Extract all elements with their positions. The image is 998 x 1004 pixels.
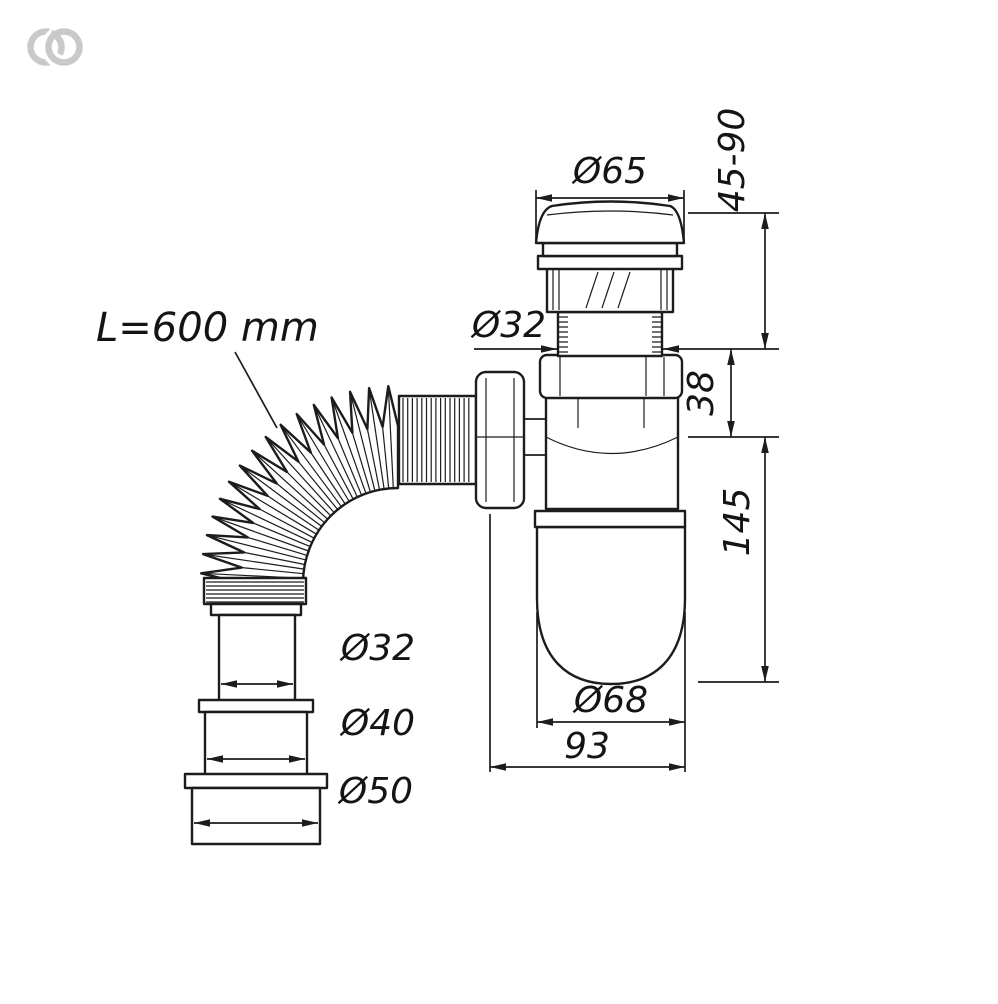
coupling-nut — [474, 370, 526, 510]
tailpiece-thread-lines — [559, 316, 661, 353]
label-outlet-large: Ø50 — [337, 771, 413, 812]
label-cap-diameter: Ø65 — [571, 151, 647, 192]
adapter-40-flange — [197, 698, 315, 714]
label-hose-length: L=600 mm — [96, 305, 319, 351]
label-trap-height: 145 — [717, 488, 758, 557]
dim-ext-cup — [536, 612, 686, 772]
drain-cap-inner-line — [546, 210, 674, 216]
label-outlet-mid: Ø40 — [339, 703, 415, 744]
drain-cap — [534, 200, 686, 245]
dimensions: Ø65 45-90 Ø32 38 145 Ø68 93 Ø32 Ø40 — [96, 108, 779, 827]
adapter-40-body — [203, 710, 309, 778]
coupling-thread-lines — [402, 398, 470, 482]
drain-nut-knurl — [585, 271, 631, 309]
coupling-nut-facets — [485, 378, 515, 502]
label-cup-diameter: Ø68 — [572, 680, 648, 721]
outlet-adapters — [183, 698, 329, 846]
brand-logo-icon — [27, 24, 87, 70]
inlet-pipe — [524, 418, 547, 456]
outlet-pipe-32 — [217, 613, 297, 705]
label-height-range: 45-90 — [712, 108, 753, 213]
drain-assembly — [534, 200, 686, 358]
hose-collar — [209, 602, 303, 617]
label-nut-offset: 38 — [681, 370, 722, 416]
label-tailpiece-diameter: Ø32 — [470, 305, 546, 346]
hose-rib-lines — [206, 581, 304, 603]
drain-washer — [536, 254, 684, 271]
trap-inner-detail — [545, 398, 679, 455]
flexible-hose — [200, 385, 400, 705]
drain-nut — [545, 266, 675, 314]
drain-flange — [541, 241, 679, 258]
inlet-coupling — [397, 370, 526, 510]
trap-top-nut — [538, 353, 684, 400]
drain-nut-facets — [552, 270, 668, 310]
adapter-50-body — [190, 786, 322, 846]
label-outlet-small: Ø32 — [339, 628, 415, 669]
leader-hose-length — [234, 351, 278, 429]
drain-tailpiece — [556, 310, 664, 358]
trap-cup-ring — [533, 509, 687, 529]
trap-nut-facets — [559, 357, 665, 396]
label-trap-width: 93 — [564, 726, 610, 767]
adapter-50-flange — [183, 772, 329, 790]
bottle-trap — [524, 353, 687, 686]
trap-cup — [535, 525, 687, 686]
